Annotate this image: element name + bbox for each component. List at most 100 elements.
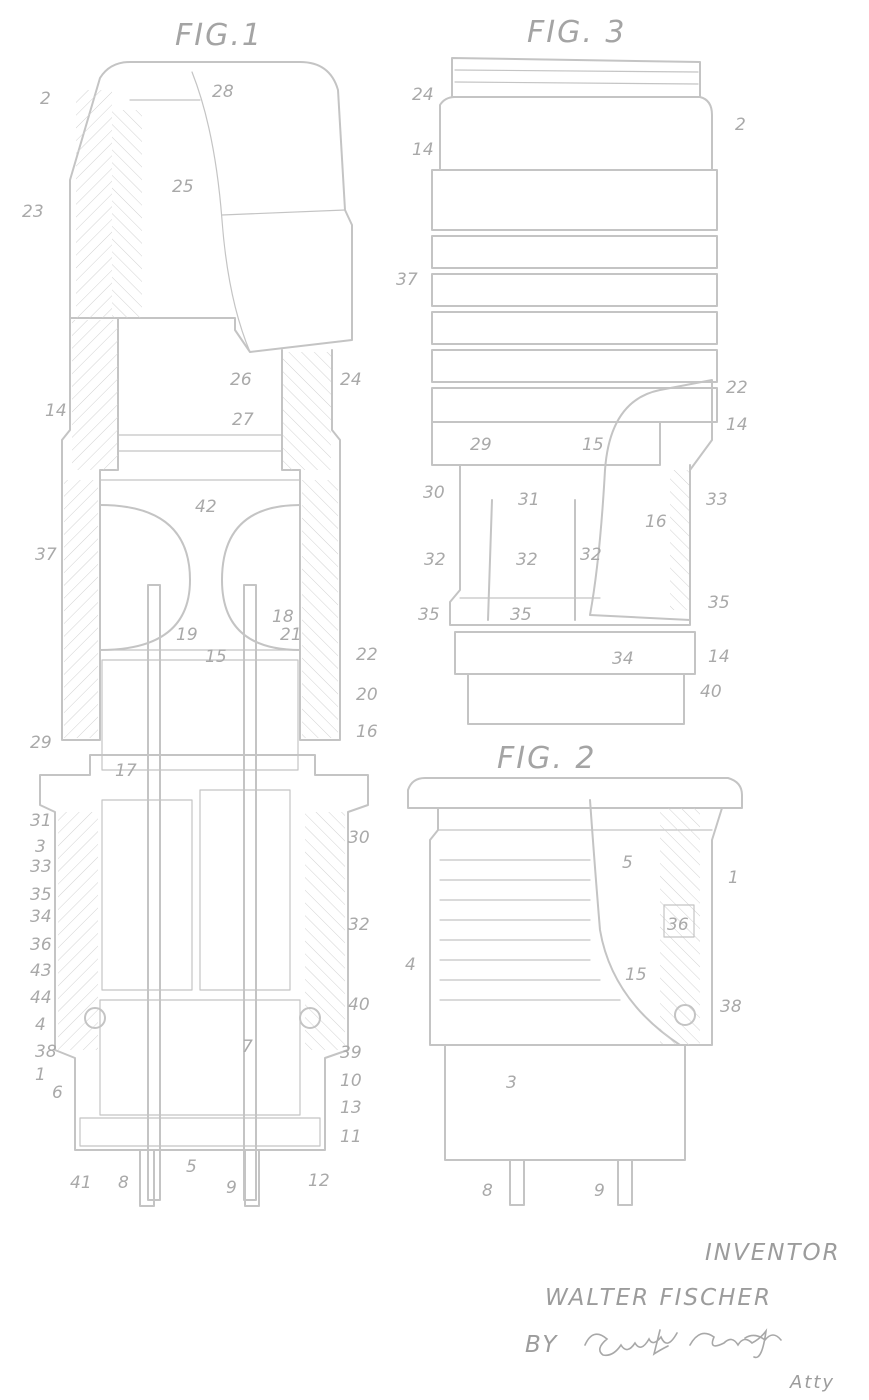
fig3-label: 35 — [708, 593, 730, 613]
fig1-label: 20 — [356, 685, 378, 705]
seal-44 — [84, 1007, 106, 1029]
inventor-caption: INVENTOR — [705, 1240, 841, 1266]
grip-rib — [431, 273, 718, 307]
fig3-label: 35 — [510, 605, 532, 625]
base-ring-14 — [454, 631, 696, 675]
by-label: BY — [525, 1332, 558, 1358]
fig3-label: 32 — [580, 545, 602, 565]
ring-27 — [117, 434, 283, 452]
fig1-label: 4 — [35, 1015, 46, 1035]
fig1-label: 34 — [30, 907, 52, 927]
fig1-label: 39 — [340, 1043, 362, 1063]
sleeve-hatch-right — [302, 480, 338, 738]
pin-19 — [147, 584, 161, 1201]
inventor-block: INVENTOR WALTER FISCHER BY Atty — [525, 1240, 841, 1393]
cap-wall-hatch — [76, 90, 112, 318]
fig3-label: 29 — [470, 435, 492, 455]
fig1-label: 3 — [35, 837, 46, 857]
fig3-label: 40 — [700, 682, 722, 702]
figure-3-labels: 24 14 2 37 22 14 29 15 30 31 33 16 32 32… — [396, 85, 748, 702]
fig1-label: 17 — [115, 761, 137, 781]
fig1-label: 9 — [226, 1178, 237, 1198]
lower-band-29 — [431, 421, 661, 466]
grip-rib — [431, 235, 718, 269]
fig1-label: 43 — [30, 961, 52, 981]
thread-line — [454, 69, 699, 73]
fig1-label: 41 — [70, 1173, 92, 1193]
fig1-label: 28 — [212, 82, 234, 102]
pin-8 — [139, 1149, 155, 1207]
fig1-label: 37 — [35, 545, 57, 565]
figure-1-labels: 2 28 25 23 26 24 14 27 42 37 19 18 21 15… — [22, 82, 378, 1198]
fig1-label: 7 — [242, 1037, 253, 1057]
fig1-label: 8 — [118, 1173, 129, 1193]
cutaway-interior-5 — [589, 799, 681, 1046]
fig1-label: 22 — [356, 645, 378, 665]
base-insulator — [99, 999, 301, 1116]
attorney-signature — [584, 1328, 782, 1359]
fig2-label: 36 — [667, 915, 689, 935]
fig3-label: 37 — [396, 270, 418, 290]
fig1-label: 12 — [308, 1171, 330, 1191]
chamber-42 — [99, 479, 301, 651]
sleeve-33-hatch — [670, 470, 690, 610]
grip-rib — [431, 387, 718, 423]
figure-3-exterior-view: FIG. 3 24 14 2 37 22 14 29 — [396, 15, 748, 725]
fig3-label: 16 — [645, 512, 667, 532]
fig1-label: 44 — [30, 988, 52, 1008]
fig1-label: 32 — [348, 915, 370, 935]
knurled-area-4 — [439, 859, 621, 1001]
sphere-right — [221, 504, 301, 651]
figure-1-title: FIG.1 — [175, 18, 263, 53]
seal-40 — [299, 1007, 321, 1029]
fig2-label: 1 — [728, 868, 739, 888]
fig1-label: 38 — [35, 1042, 57, 1062]
fig1-label: 35 — [30, 885, 52, 905]
fig1-label: 25 — [172, 177, 194, 197]
fig1-label: 1 — [35, 1065, 46, 1085]
seal-38 — [674, 1004, 696, 1026]
fig1-label: 18 — [272, 607, 294, 627]
fig1-label: 16 — [356, 722, 378, 742]
fig3-label: 31 — [518, 490, 540, 510]
sleeve-30 — [449, 464, 691, 626]
lower-housing-3 — [39, 754, 369, 1151]
fig3-label: 14 — [708, 647, 730, 667]
body-wall-hatch-right — [283, 352, 331, 470]
fig1-label: 29 — [30, 733, 52, 753]
fig2-label: 8 — [482, 1181, 493, 1201]
pin-9-fig2 — [617, 1159, 633, 1206]
fig1-label: 27 — [232, 410, 254, 430]
fig3-label: 32 — [424, 550, 446, 570]
grip-rib — [431, 349, 718, 383]
fig3-label: 14 — [726, 415, 748, 435]
pin-9 — [244, 1149, 260, 1207]
detent-36 — [663, 904, 695, 938]
fig3-label: 33 — [706, 490, 728, 510]
cap-insert-25 — [112, 110, 142, 318]
fig1-label: 5 — [186, 1157, 197, 1177]
spring-finger-31-left — [487, 499, 493, 621]
fig1-label: 2 — [40, 89, 51, 109]
figure-1-sectional-view: FIG.1 — [22, 18, 378, 1207]
fig2-label: 5 — [622, 853, 633, 873]
fig3-label: 22 — [726, 378, 748, 398]
collar-14 — [439, 96, 713, 171]
thread-line — [454, 81, 699, 85]
housing-wall-hatch-left — [58, 812, 98, 1050]
fig1-label: 6 — [52, 1083, 63, 1103]
fig1-label: 24 — [340, 370, 362, 390]
fig1-label: 23 — [22, 202, 44, 222]
foot-40 — [467, 673, 685, 725]
fig3-label: 24 — [412, 85, 434, 105]
pin-18 — [243, 584, 257, 1201]
housing-wall-hatch-right — [305, 812, 345, 1050]
base-plate-5 — [79, 1117, 321, 1147]
fig3-label: 30 — [423, 483, 445, 503]
pin-8-fig2 — [509, 1159, 525, 1206]
attorney-abbrev: Atty — [789, 1372, 835, 1393]
sleeve-hatch-left — [64, 480, 98, 738]
fig1-label: 10 — [340, 1071, 362, 1091]
fig2-label: 9 — [594, 1181, 605, 1201]
